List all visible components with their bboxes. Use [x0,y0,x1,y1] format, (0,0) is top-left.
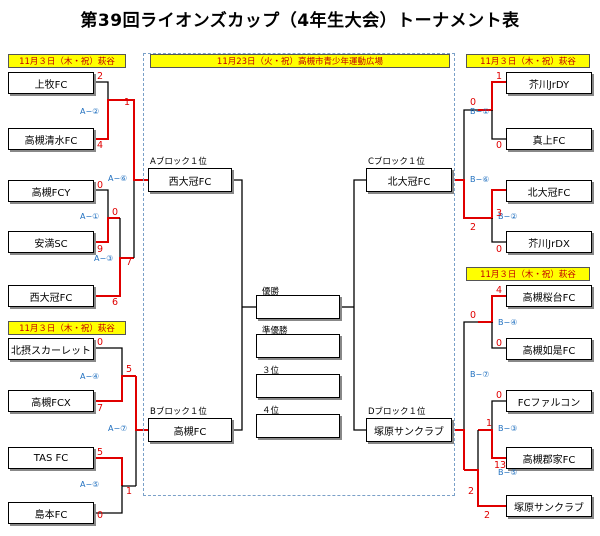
score: 1 [496,71,503,82]
team-box: 芥川JrDX [506,231,592,253]
block-d-winner: 塚原サンクラブ [366,418,452,442]
score: 3 [496,208,503,219]
match-code: B−② [498,212,518,221]
score: 0 [496,338,503,349]
team-box: 北大冠FC [506,180,592,202]
team-box: 高槻清水FC [8,128,94,150]
score: 5 [126,364,133,375]
match-code: B−④ [498,318,518,327]
block-c-winner: 北大冠FC [366,168,452,192]
fourth-label: ４位 [262,406,280,416]
venue-banner-right-bottom: 11月３日（木・祝）萩谷 [466,267,590,281]
venue-banner-left-top: 11月３日（木・祝）萩谷 [8,54,126,68]
match-code: A−① [80,212,100,221]
match-code: A−⑦ [108,424,128,433]
team-box: TAS FC [8,447,94,469]
score: 0 [470,310,477,321]
venue-banner-center: 11月23日（火・祝）高槻市青少年運動広場 [150,54,450,68]
block-b-label: Bブロック１位 [150,407,207,417]
match-code: A−③ [94,254,114,263]
match-code: B−③ [498,424,518,433]
match-code: A−⑤ [80,480,100,489]
match-code: B−⑥ [470,175,490,184]
center-frame [143,53,455,496]
score: 0 [97,180,104,191]
score: 1 [486,418,493,429]
third-label: ３位 [262,366,280,376]
score: 2 [468,486,475,497]
team-box: 西大冠FC [8,285,94,307]
runner-up-box [256,334,340,358]
score: 1 [126,486,133,497]
team-box: 塚原サンクラブ [506,495,592,517]
score: 9 [97,244,104,255]
score: 1 [124,97,131,108]
team-box: 高槻如是FC [506,338,592,360]
team-box: 上牧FC [8,72,94,94]
score: 0 [496,390,503,401]
team-box: 島本FC [8,502,94,524]
score: 7 [97,403,104,414]
page-title: 第39回ライオンズカップ（4年生大会）トーナメント表 [80,11,520,31]
team-box: 安満SC [8,231,94,253]
score: 4 [97,140,104,151]
fourth-box [256,414,340,438]
team-box: 北摂スカーレット [8,338,94,360]
champion-box [256,295,340,319]
match-code: A−⑥ [108,174,128,183]
score: 5 [97,447,104,458]
block-d-label: Dブロック１位 [368,407,426,417]
venue-banner-right-top: 11月３日（木・祝）萩谷 [466,54,590,68]
third-box [256,374,340,398]
venue-banner-left-bottom: 11月３日（木・祝）萩谷 [8,321,126,335]
team-box: 芥川JrDY [506,72,592,94]
team-box: 高槻桜台FC [506,285,592,307]
block-c-label: Cブロック１位 [368,157,425,167]
score: 0 [470,97,477,108]
team-box: 高槻FCY [8,180,94,202]
match-code: A−④ [80,372,100,381]
team-box: FCファルコン [506,390,592,412]
score: 0 [112,207,119,218]
score: 0 [97,510,104,521]
score: 6 [112,297,119,308]
match-code: B−① [470,107,490,116]
score: 0 [97,337,104,348]
match-code: B−⑦ [470,370,490,379]
team-box: 真上FC [506,128,592,150]
block-a-label: Aブロック１位 [150,157,207,167]
score: 4 [496,285,503,296]
score: 0 [496,244,503,255]
match-code: A−② [80,107,100,116]
match-code: B−⑤ [498,468,518,477]
score: 2 [97,71,104,82]
runner-up-label: 準優勝 [262,326,288,336]
team-box: 高槻郡家FC [506,447,592,469]
team-box: 高槻FCX [8,390,94,412]
champion-label: 優勝 [262,287,280,297]
score: 2 [470,222,477,233]
score: 7 [126,257,133,268]
score: 13 [494,460,507,471]
block-a-winner: 西大冠FC [148,168,232,192]
score: 2 [484,510,491,521]
score: 0 [496,140,503,151]
block-b-winner: 高槻FC [148,418,232,442]
